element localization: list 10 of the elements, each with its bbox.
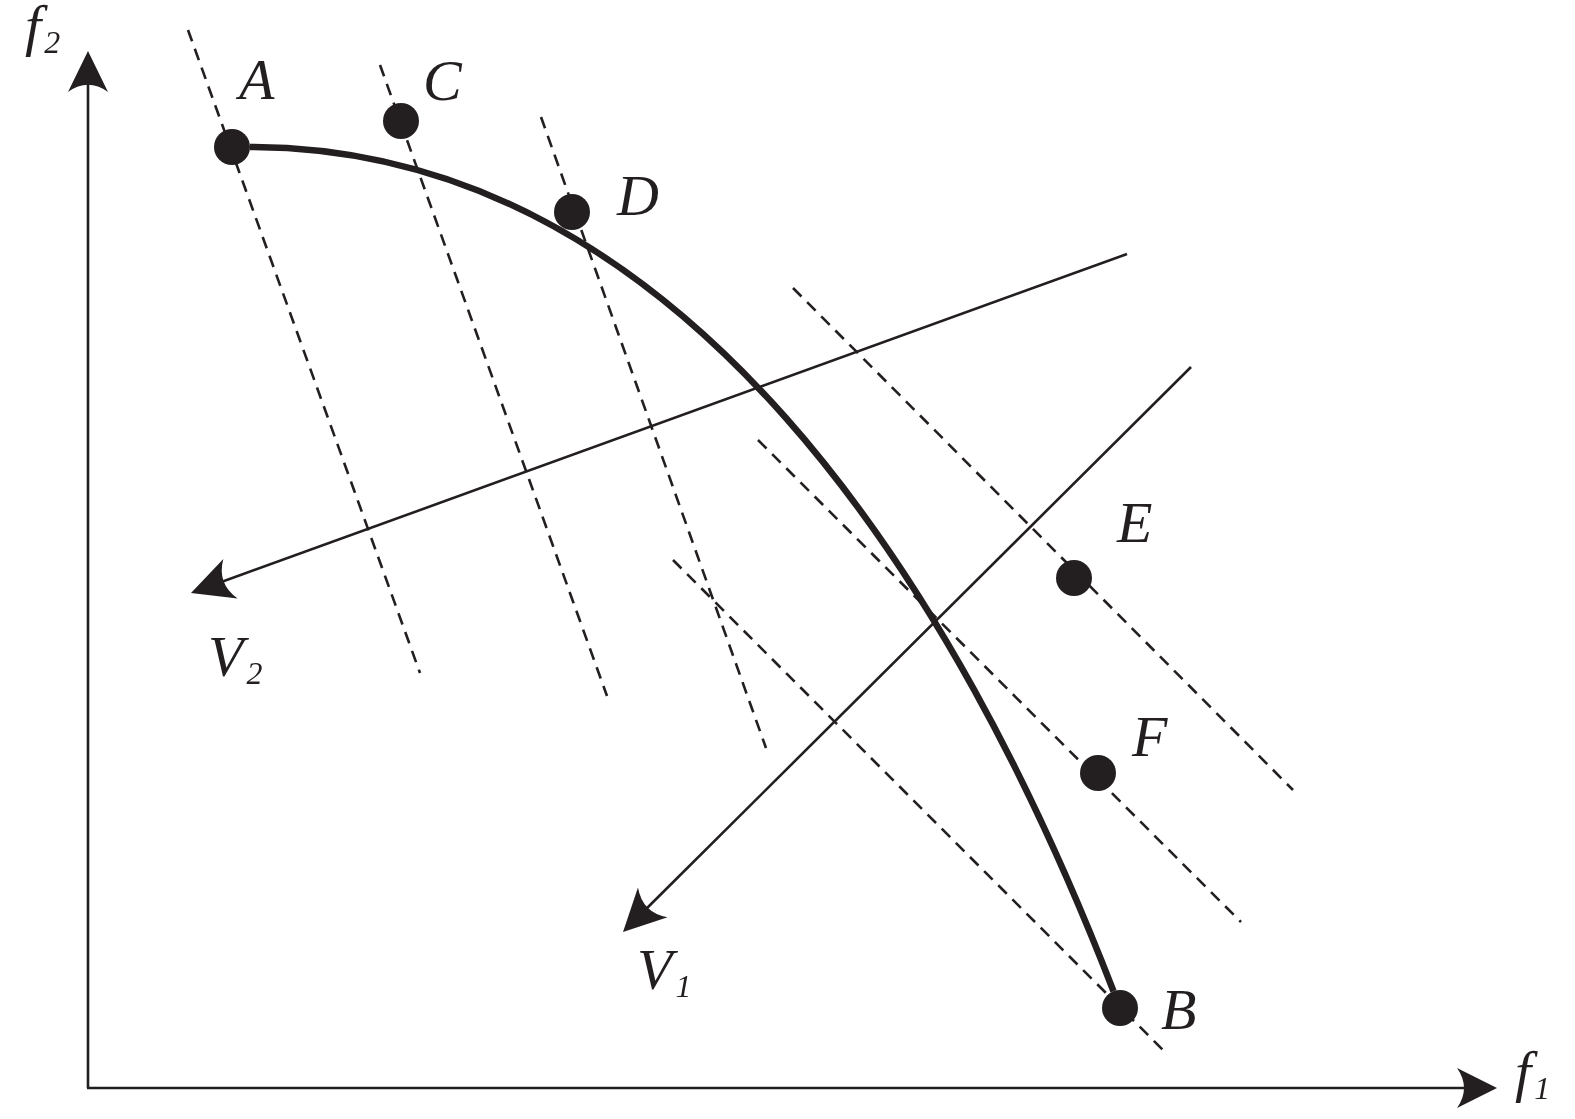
- axis-label: f$_{2}$: [25, 0, 61, 56]
- point-label: C: [423, 52, 462, 111]
- point-label: B: [1161, 981, 1197, 1040]
- point-label: D: [617, 167, 659, 226]
- pareto-front-curve: [249, 143, 1117, 993]
- vector-label: V$_{2}$: [208, 628, 263, 687]
- axis-label: f$_{1}$: [1515, 1043, 1551, 1102]
- vector-label: V$_{1}$: [637, 941, 692, 1000]
- point-label: F: [1132, 708, 1168, 767]
- point-label: E: [1117, 494, 1153, 553]
